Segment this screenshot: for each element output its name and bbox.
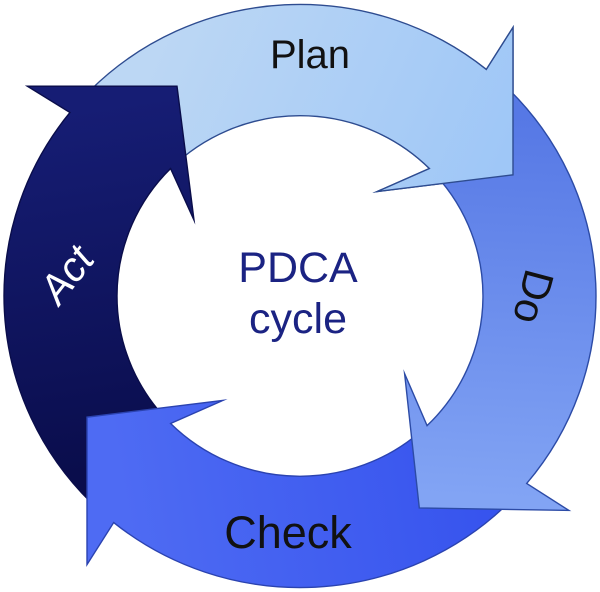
do-arrow [403, 88, 597, 512]
check-arrow [86, 399, 511, 589]
act-arrow [3, 85, 196, 504]
cycle-arrows [3, 3, 597, 589]
center-title-line2: cycle [249, 295, 347, 343]
check-label: Check [224, 507, 352, 558]
plan-label: Plan [270, 33, 350, 77]
center-title-line1: PDCA [238, 244, 358, 292]
